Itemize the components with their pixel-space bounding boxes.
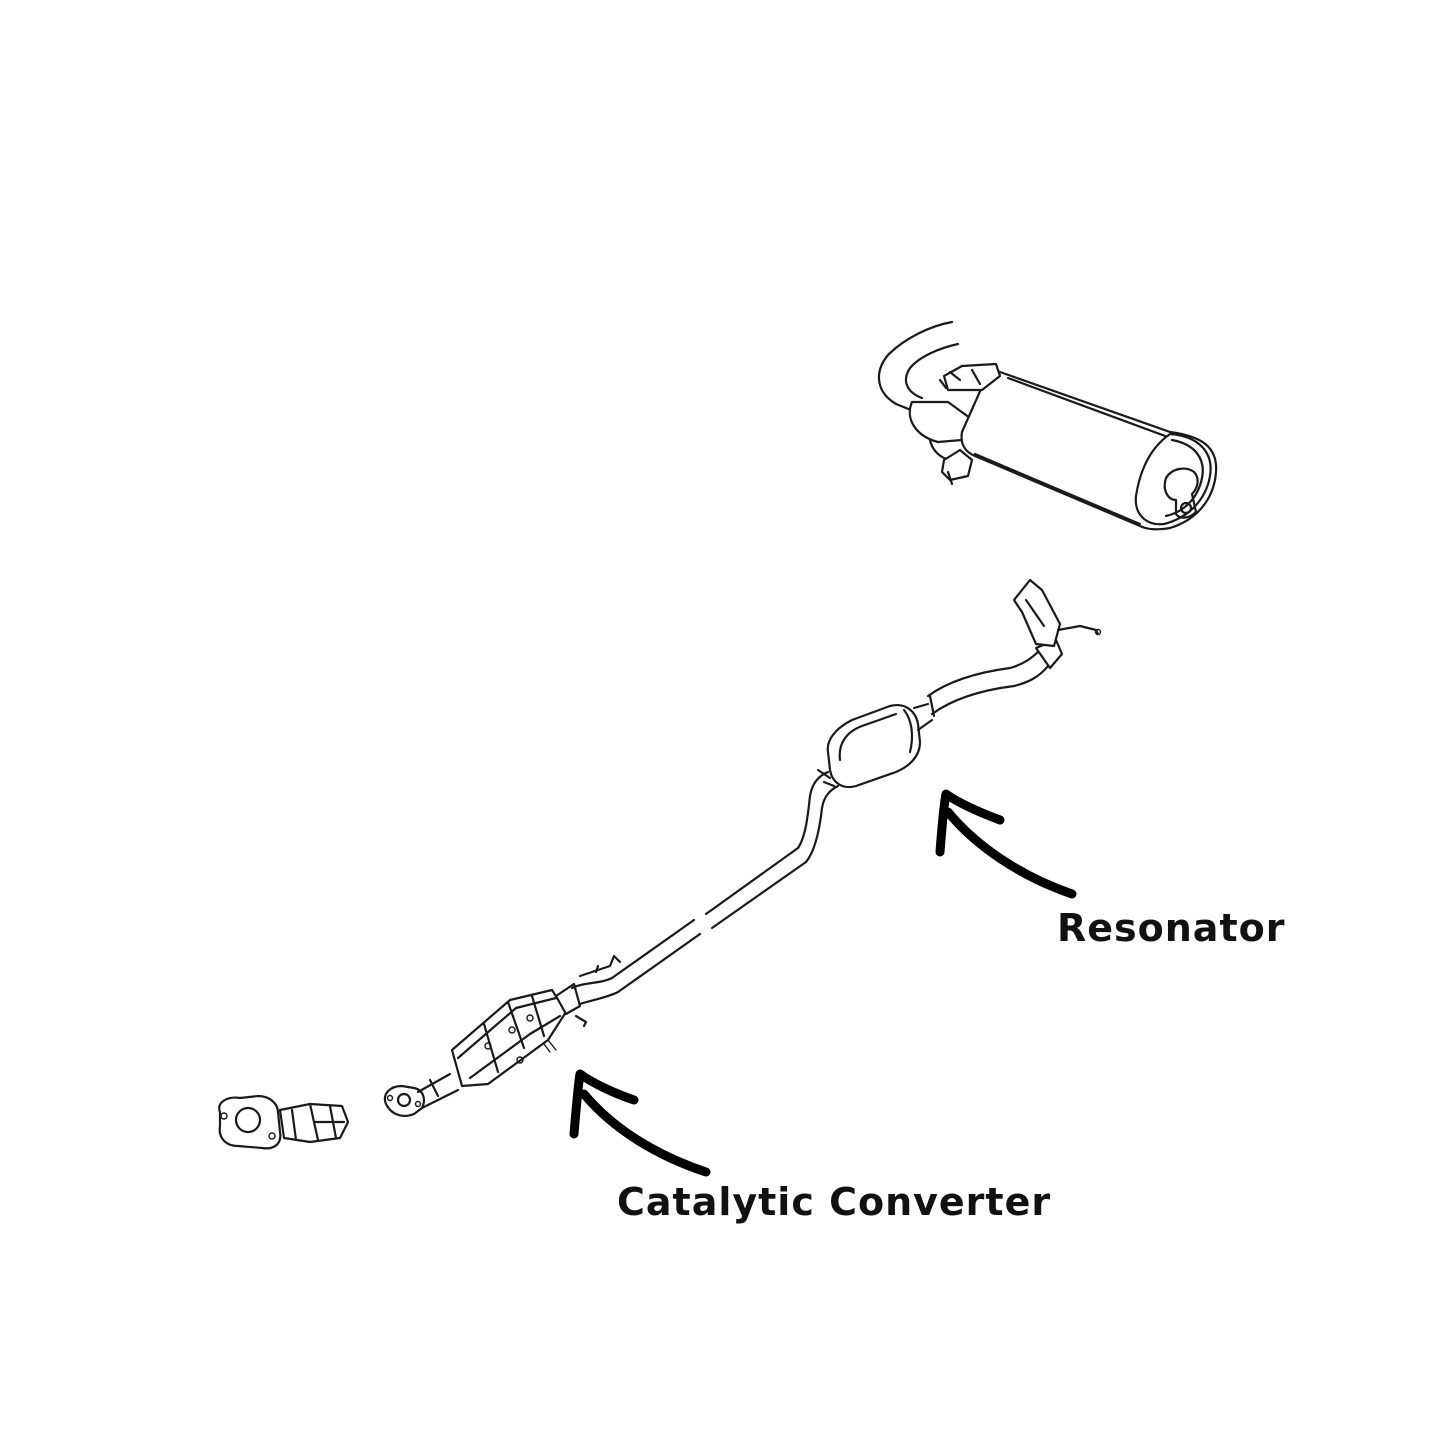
catalytic-converter-section [383,846,808,1117]
catalytic-converter-label: Catalytic Converter [617,1180,1052,1224]
catalytic-converter-arrow [569,1069,711,1177]
resonator-label: Resonator [1057,906,1286,950]
resonator-arrow [935,789,1077,899]
front-pipe [218,1094,350,1150]
rear-muffler [877,320,1218,531]
resonator-section [796,578,1102,864]
